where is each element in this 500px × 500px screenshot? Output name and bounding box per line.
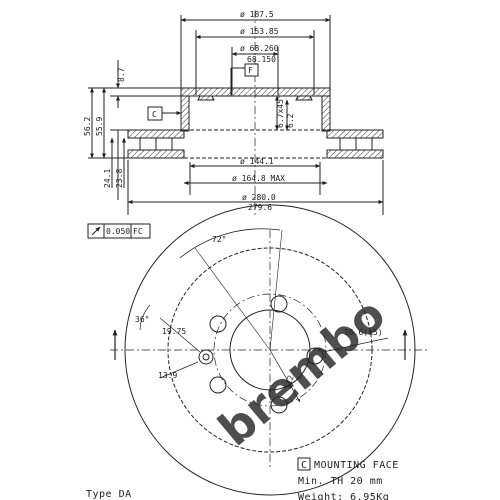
mounting-face-marker: C [301,460,308,471]
tolerance-reference: FC [133,227,143,236]
datum-c-label: C [152,110,157,119]
dim-hat-thickness: 8.7 [117,67,126,82]
dim-pitch-circle: 112 [283,374,295,390]
tolerance-value: 0.050 [106,227,130,236]
dim-chamfer: 6.7x45° [276,94,285,128]
weight-label: Weight: 6.95Kg [298,492,389,500]
dim-disc-diameter-min: 279.6 [248,203,272,212]
notes-block: C MOUNTING FACE Min. TH 20 mm Weight: 6.… [297,457,399,500]
min-thickness-label: Min. TH 20 mm [298,476,383,487]
dim-locating-b: 13.9 [158,371,177,380]
bolt-hole [270,396,288,414]
dim-angle-72: 72° [212,235,226,244]
dim-outer-hat-diameter: ø 187.5 [240,10,274,19]
section-view [88,10,384,215]
bolt-hole [306,347,324,365]
runout-tolerance-frame: 0.050 FC [87,223,151,239]
mounting-face-label: MOUNTING FACE [314,460,399,471]
bolt-hole [270,295,288,313]
dim-bolt-hole: 16.6(x5) [344,328,383,337]
dim-height-max: 56.2 [83,117,92,136]
dim-thickness-max: 24.1 [103,169,112,188]
bolt-hole [209,376,227,394]
dim-thickness-min: 23.8 [115,169,124,188]
bolt-hole [209,315,227,333]
datum-f-box [244,63,259,77]
dim-bore-diameter-max: ø 68.260 [240,44,279,53]
dim-wear-diameter-max: ø 164.8 MAX [232,174,285,183]
dim-inner-hat-diameter: ø 153.85 [240,27,279,36]
dim-disc-diameter-max: ø 280.0 [242,193,276,202]
dim-bore-diameter-min: 68.150 [247,55,276,64]
dim-step: 6.2 [286,113,295,128]
datum-f-label: F [248,66,253,75]
dim-angle-36: 36° [135,315,149,324]
dim-height-min: 55.9 [95,117,104,136]
dim-locating-a: 19.75 [162,327,186,336]
dim-inner-ring-diameter: ø 144.1 [240,157,274,166]
face-view [110,204,430,496]
disc-type-label: Type DA [86,489,132,500]
